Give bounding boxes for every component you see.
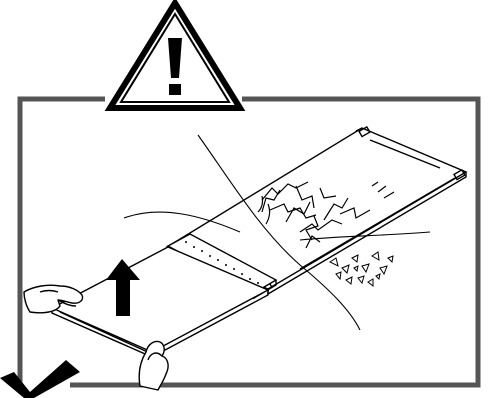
warning-triangle-icon <box>110 3 240 108</box>
checkmark-icon <box>0 360 80 398</box>
glass-shards <box>330 252 393 286</box>
